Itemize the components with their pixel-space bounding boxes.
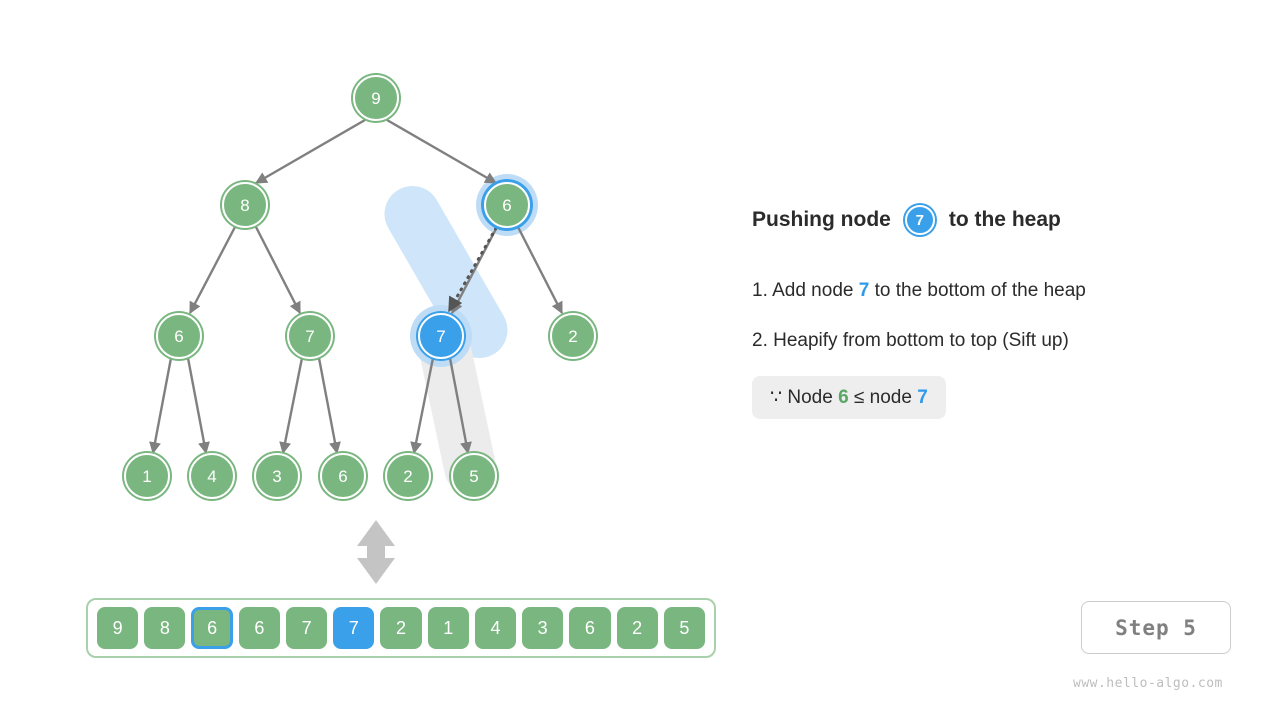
reason-left-value: 6 [838,387,849,408]
array-cell[interactable]: 9 [97,607,139,649]
array-cell[interactable]: 5 [663,607,705,649]
tree-node[interactable]: 9 [353,75,399,121]
step-1-text-before: Add node [772,280,854,301]
because-symbol: ∵ [770,387,783,408]
tree-edges [149,118,564,584]
step-1-index: 1. [752,280,768,301]
step-counter-badge: Step 5 [1081,601,1231,654]
tree-node-compare-parent[interactable]: 6 [484,182,530,228]
title-prefix: Pushing node [752,208,891,231]
array-cell[interactable]: 6 [238,607,280,649]
step-item-1: 1. Add node 7 to the bottom of the heap [752,280,1252,302]
array-cell-inserted[interactable]: 7 [333,607,375,649]
array-cell[interactable]: 7 [285,607,328,649]
array-cell[interactable]: 4 [474,607,517,649]
step-1-value: 7 [858,280,870,301]
tree-node[interactable]: 3 [254,453,300,499]
tree-node[interactable]: 8 [222,182,268,228]
step-2-text: 2. Heapify from bottom to top (Sift up) [752,330,1069,351]
tree-array-link-arrow [357,520,395,584]
array-cell[interactable]: 6 [569,607,611,649]
step-item-2: 2. Heapify from bottom to top (Sift up) [752,330,1252,352]
tree-node[interactable]: 4 [189,453,235,499]
page-title: Pushing node 7 to the heap [752,205,1252,235]
reason-text-before: Node [787,387,833,408]
array-cell[interactable]: 2 [616,607,658,649]
explanation-panel: Pushing node 7 to the heap 1. Add node 7… [752,205,1252,419]
reason-right-value: 7 [917,387,928,408]
reason-callout: ∵ Node 6 ≤ node 7 [752,376,946,419]
tree-node[interactable]: 1 [124,453,170,499]
binary-heap-tree: 9 8 6 6 7 7 2 1 4 3 6 2 5 [124,75,596,584]
tree-node[interactable]: 2 [550,313,596,359]
array-cell-parent-highlight[interactable]: 6 [191,607,233,649]
title-suffix: to the heap [948,208,1061,231]
tree-node[interactable]: 6 [320,453,366,499]
array-cell[interactable]: 3 [522,607,564,649]
reason-comparator: ≤ [853,387,865,408]
tree-node[interactable]: 7 [287,313,333,359]
heap-array: 9 8 6 6 7 7 2 1 4 3 6 2 5 [86,598,716,658]
array-cell[interactable]: 1 [427,607,469,649]
step-1-text-after: to the bottom of the heap [874,280,1086,301]
array-cell[interactable]: 2 [380,607,422,649]
tree-node-inserted[interactable]: 7 [418,313,464,359]
array-cell[interactable]: 8 [144,607,186,649]
tree-node[interactable]: 2 [385,453,431,499]
tree-node[interactable]: 5 [451,453,497,499]
tree-node[interactable]: 6 [156,313,202,359]
watermark-url: www.hello-algo.com [1073,676,1223,691]
reason-text-mid: node [869,387,912,408]
title-node-badge: 7 [904,205,935,235]
compare-arrow [447,226,498,313]
